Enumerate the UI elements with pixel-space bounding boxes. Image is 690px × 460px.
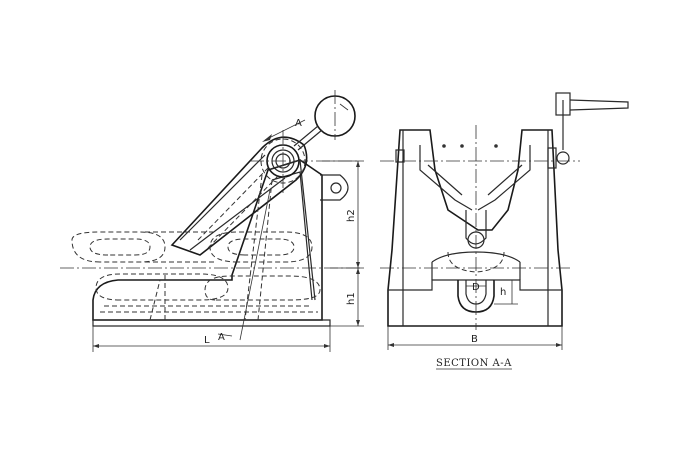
- dimension-h1: h1: [346, 292, 357, 305]
- dimension-h2: h2: [346, 209, 357, 222]
- dimension-h: h: [500, 287, 506, 298]
- dimension-D: D: [472, 282, 480, 293]
- section-marker-a-bottom: A: [218, 332, 225, 343]
- side-view: A A h2 h1 L: [60, 90, 364, 352]
- section-view: D h B SECTION A-A: [380, 92, 629, 370]
- section-marker-a-top: A: [295, 118, 302, 129]
- dimension-B: B: [471, 334, 478, 345]
- dimension-L: L: [204, 335, 210, 346]
- section-title: SECTION A-A: [436, 358, 512, 369]
